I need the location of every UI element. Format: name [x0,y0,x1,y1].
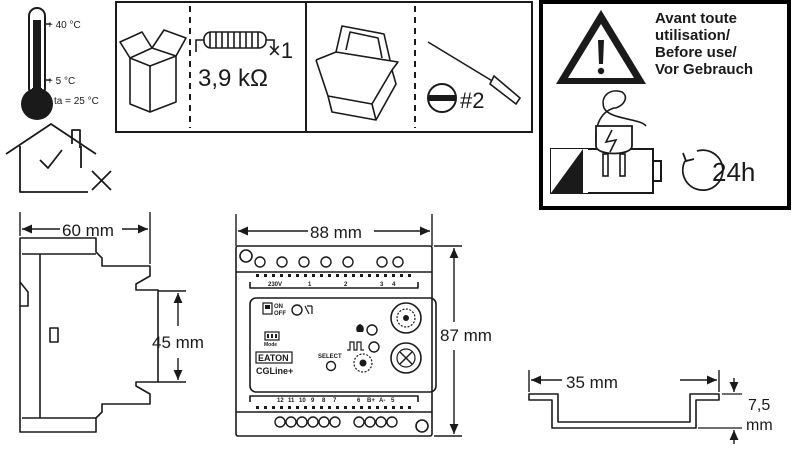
bottom-terminal-number: A- [379,398,385,404]
bottom-terminal-number: 9 [311,398,315,404]
front-height-dimension [434,245,462,437]
switch-on-label: ON [274,304,283,310]
bottom-terminal-number: B+ [367,398,375,404]
indoor-house-icon [5,123,97,193]
rail-width-label: 35 mm [566,373,618,392]
rail-depth-value: 7,5 [748,397,770,414]
bottom-terminal-number: 5 [391,398,395,404]
thermometer-icon [21,7,53,120]
select-label: SELECT [318,354,342,360]
brand-logo: EATON [255,351,293,364]
top-terminal-number: 1 [308,282,312,288]
dip-switch-icon [262,302,273,315]
not-outdoor-cross-icon [91,170,112,191]
side-view-drawing [19,237,159,433]
top-adjust-knob[interactable] [390,302,422,334]
din-rail-depth-dimension [698,378,742,444]
bottom-terminal-number: 8 [322,398,326,404]
din-rail-dimension-top [528,370,720,392]
mode-label: Mode [264,342,277,348]
front-width-label: 88 mm [310,223,362,242]
warning-triangle-icon [556,10,646,84]
charge-time-label: 24h [712,157,755,187]
screwdriver-icon [427,41,522,106]
min-temp-label: + 5 °C [47,76,75,87]
selector-dial-icon[interactable] [353,353,373,373]
open-box-icon [119,29,187,113]
package-contents-panel [115,1,533,133]
battery-drop-icon [356,324,364,332]
top-terminal-number: 2 [344,282,348,288]
test-mode-icon [304,305,313,315]
bottom-terminal-number: 7 [333,398,337,404]
front-height-label: 87 mm [440,326,492,345]
battery-led [366,324,378,336]
front-width-dimension [235,214,433,246]
side-rail-height-label: 45 mm [152,333,204,352]
resistor-quantity: ×1 [268,38,293,63]
resistor-icon [195,31,275,52]
battery-plug-icon [550,90,662,194]
switch-off-label: OFF [274,311,286,317]
product-name: CGLine+ [256,366,293,376]
screwdriver-size: #2 [460,88,484,113]
side-rail-dimension [158,290,186,383]
bottom-terminal-number: 12 [277,398,284,404]
bottom-terminal-number: 6 [357,398,361,404]
charge-time-cycle-icon [681,149,724,192]
top-terminal-number: 4 [392,282,396,288]
din-rail-profile [528,393,720,429]
warning-line: Before use/ [655,44,737,61]
ambient-temp-label: ta = 25 °C [54,96,99,107]
warning-line: Avant toute [655,10,737,27]
top-terminal-slots [256,274,411,277]
warning-line: utilisation/ [655,27,730,44]
top-terminal-number: 3 [380,282,384,288]
bottom-adjust-knob[interactable] [390,342,422,374]
side-width-label: 60 mm [62,221,114,240]
bottom-terminal-screws [274,416,398,428]
slotted-screw-icon [427,83,457,113]
brand-name: EATON [258,353,289,363]
toolbox-icon [315,25,399,121]
pulse-icon [347,341,364,351]
side-width-dimension [19,212,151,264]
warning-text-block: Avant toute utilisation/ Before use/ Vor… [655,10,783,78]
rail-depth-unit: mm [746,417,773,434]
warning-line: Vor Gebrauch [655,61,754,78]
max-temp-label: + 40 °C [47,20,81,31]
bottom-terminal-slots [256,406,411,409]
resistor-value: 3,9 kΩ [198,65,268,92]
status-led [291,304,303,316]
top-terminal-screws [254,256,404,268]
pulse-led [368,341,380,353]
bottom-terminal-number: 10 [299,398,306,404]
select-button[interactable] [325,360,337,372]
bottom-terminal-number: 11 [288,398,295,404]
mode-switch-block [264,331,280,341]
front-view-device [235,245,437,437]
power-terminal-label: 230V [268,282,282,288]
